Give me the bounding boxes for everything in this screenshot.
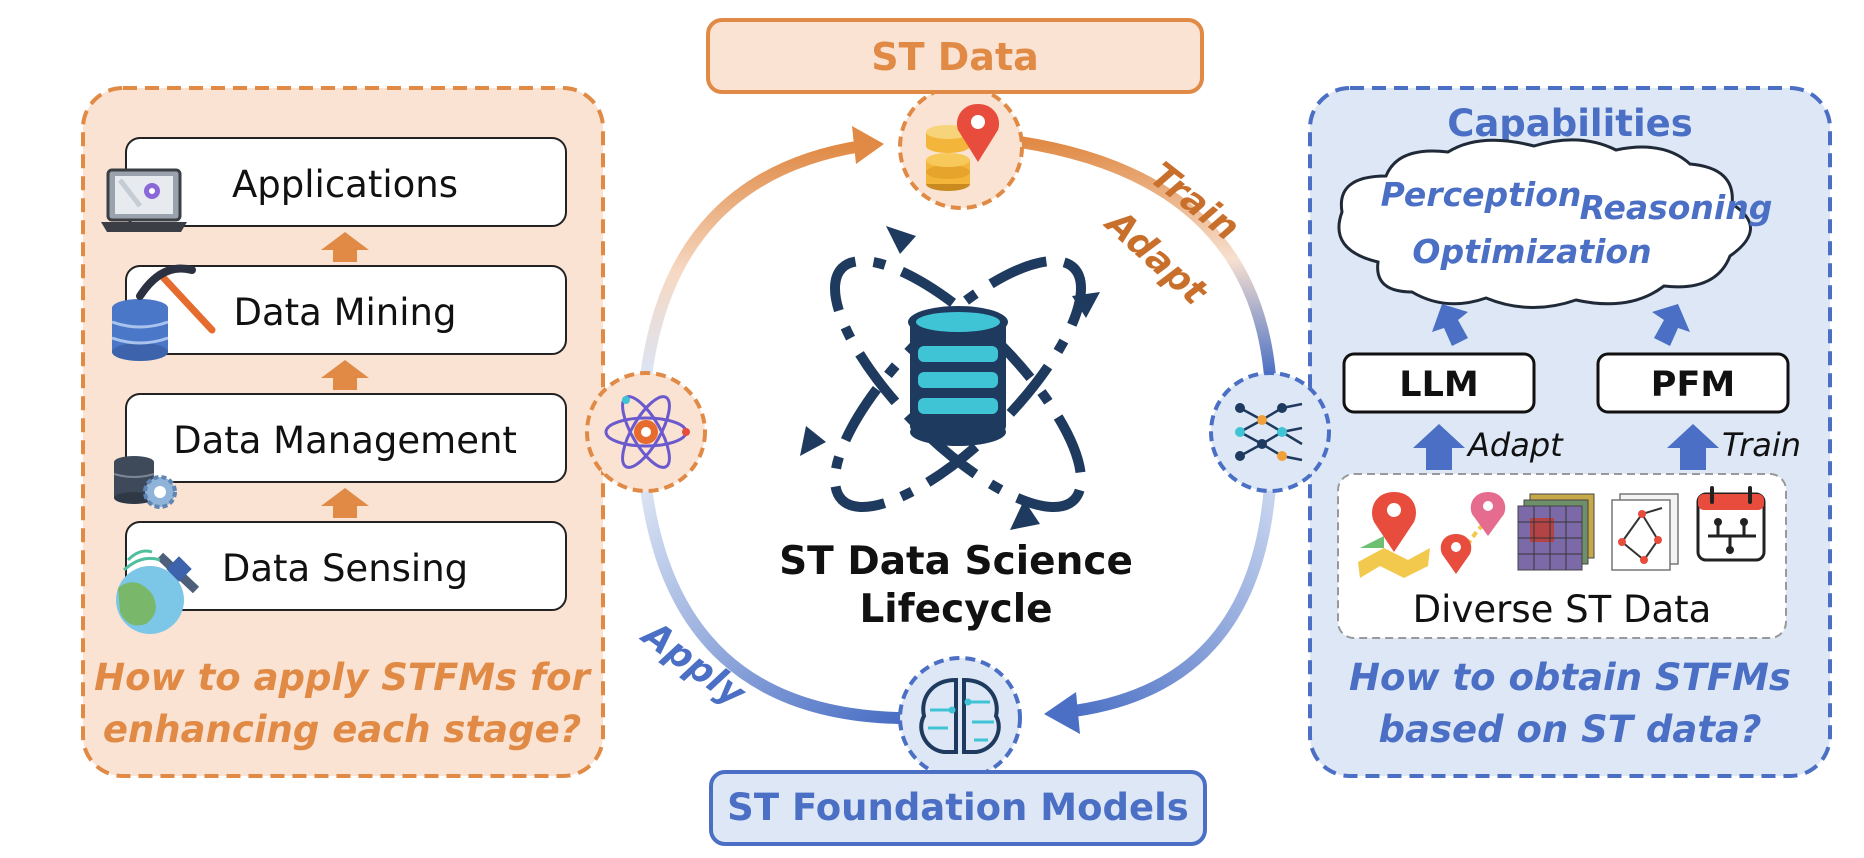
st-foundation-models-footer[interactable]: ST Foundation Models <box>709 770 1207 846</box>
node-foundation-models[interactable] <box>898 656 1022 780</box>
capability-reasoning: Reasoning <box>1580 188 1773 227</box>
llm-box[interactable] <box>1342 352 1536 414</box>
route-pins-icon <box>1440 492 1506 574</box>
stage-label-data-sensing: Data Sensing <box>222 547 468 590</box>
brain-circuit-icon <box>919 677 1001 754</box>
pfm-label: PFM <box>1651 365 1735 405</box>
capabilities-title: Capabilities <box>1447 102 1693 145</box>
lifecycle-cycle: Train Adapt Apply <box>585 84 1331 780</box>
stage-label-data-mining: Data Mining <box>234 291 457 334</box>
left-panel: Applications Data Mining Data Management… <box>81 86 605 778</box>
database-icon <box>908 306 1008 446</box>
graph-network-icon <box>1611 493 1679 571</box>
cycle-arc-left-to-top <box>640 140 868 382</box>
grid-tensor-icon <box>1517 493 1595 571</box>
right-question-line2: based on ST data? <box>1379 708 1762 751</box>
cycle-arc-bottom-to-left <box>640 482 904 724</box>
node-lifecycle-stages[interactable] <box>585 371 707 493</box>
atom-gear-icon <box>604 395 690 469</box>
capability-optimization: Optimization <box>1412 232 1651 271</box>
laptop-map-icon <box>101 168 187 232</box>
llm-label: LLM <box>1399 365 1478 405</box>
arrow-head-icon <box>1044 692 1080 734</box>
center-title-line2: Lifecycle <box>859 587 1052 632</box>
up-arrow-icon <box>1652 304 1690 346</box>
up-arrow-icon <box>321 488 369 518</box>
coins-location-icon <box>926 104 1000 191</box>
cycle-arc-right-to-bottom <box>1060 480 1276 718</box>
capability-perception: Perception <box>1381 175 1582 214</box>
stage-label-applications: Applications <box>232 163 458 206</box>
right-panel: Capabilities Perception Reasoning Optimi… <box>1308 86 1832 778</box>
database-gear-icon <box>113 456 177 509</box>
st-data-header[interactable]: ST Data <box>706 18 1204 94</box>
edge-label-train: Train <box>1722 426 1801 464</box>
cycle-arc-top-to-right <box>1014 136 1276 382</box>
calendar-timeline-icon <box>1696 486 1766 562</box>
edge-label-adapt: Adapt <box>1466 426 1564 464</box>
arrow-head-icon <box>852 126 884 164</box>
pickaxe-database-icon <box>111 264 216 361</box>
up-arrow-icon <box>1413 424 1465 470</box>
up-arrow-icon <box>1667 424 1719 470</box>
stage-box-data-sensing[interactable] <box>125 521 567 611</box>
pfm-box[interactable] <box>1596 352 1790 414</box>
stage-box-data-management[interactable] <box>125 393 567 483</box>
node-neural-network[interactable] <box>1209 371 1331 493</box>
up-arrow-icon <box>321 232 369 262</box>
diverse-st-data-label: Diverse ST Data <box>1413 588 1712 631</box>
st-foundation-models-label: ST Foundation Models <box>727 786 1189 829</box>
node-st-data[interactable] <box>898 84 1024 210</box>
left-question-line2: enhancing each stage? <box>103 708 581 751</box>
st-data-label: ST Data <box>871 35 1039 79</box>
center-title-line1: ST Data Science <box>779 539 1133 584</box>
neural-network-icon <box>1235 402 1303 462</box>
up-arrow-icon <box>321 360 369 390</box>
map-pin-icon <box>1358 492 1430 578</box>
capabilities-cloud <box>1337 138 1752 309</box>
up-arrow-icon <box>1432 304 1468 346</box>
right-question-line1: How to obtain STFMs <box>1349 656 1791 699</box>
satellite-globe-icon <box>116 549 200 634</box>
stage-label-data-management: Data Management <box>173 419 517 462</box>
left-question-line1: How to apply STFMs for <box>94 656 592 699</box>
